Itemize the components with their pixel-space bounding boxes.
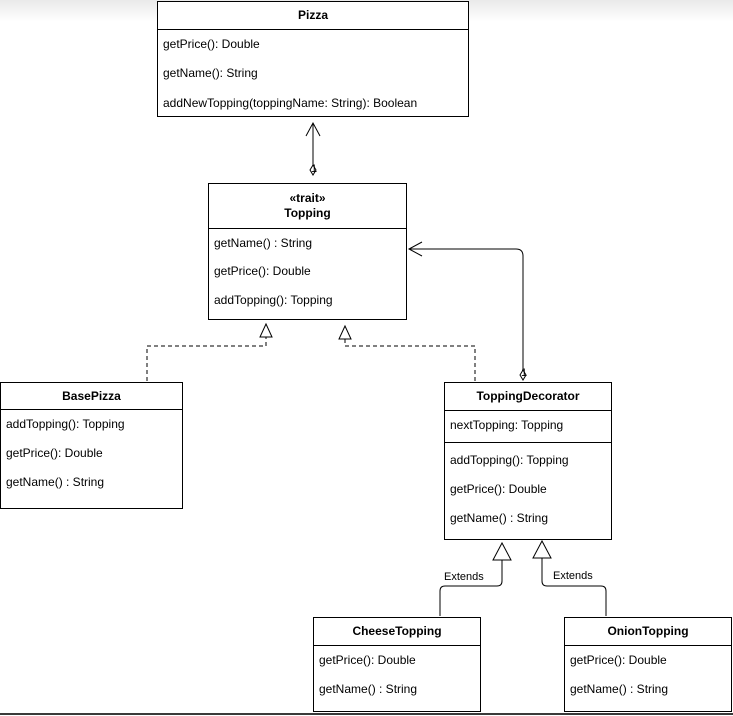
attribute-list: nextTopping: Topping xyxy=(445,411,611,442)
extends-label: Extends xyxy=(553,570,593,582)
method-item: getPrice(): Double xyxy=(570,653,667,667)
class-pizza[interactable]: Pizza getPrice(): Double getName(): Stri… xyxy=(157,1,469,117)
method-item: addTopping(): Topping xyxy=(450,453,569,467)
class-name-topping: «trait» Topping xyxy=(209,184,406,229)
class-title: BasePizza xyxy=(62,388,121,403)
method-list: getPrice(): Double getName() : String xyxy=(565,646,731,704)
method-item: getPrice(): Double xyxy=(450,482,547,496)
method-item: getName() : String xyxy=(450,511,549,525)
edge-basepizza-realizes-topping[interactable] xyxy=(146,322,273,381)
edge-topping-to-pizza[interactable] xyxy=(305,121,321,176)
hollow-triangle-icon xyxy=(259,322,273,338)
method-list: addTopping(): Topping getPrice(): Double… xyxy=(445,442,611,533)
method-list: getPrice(): Double getName() : String xyxy=(314,646,480,704)
multiplicity-label: 1 xyxy=(521,367,528,379)
method-item: getName() : String xyxy=(319,682,418,696)
method-item: addTopping(): Topping xyxy=(214,293,333,307)
edge-cheese-extends-decorator[interactable] xyxy=(439,541,512,616)
edge-decorator-realizes-topping[interactable] xyxy=(338,324,476,381)
method-item: getPrice(): Double xyxy=(6,446,103,460)
method-item: getPrice(): Double xyxy=(163,37,260,51)
method-item: addNewTopping(toppingName: String): Bool… xyxy=(163,96,418,110)
class-topping-decorator[interactable]: ToppingDecorator nextTopping: Topping ad… xyxy=(444,382,612,540)
hollow-triangle-icon xyxy=(492,541,512,561)
method-item: getName() : String xyxy=(6,475,105,489)
class-title: CheeseTopping xyxy=(352,624,442,638)
canvas-bottom-border xyxy=(0,713,733,715)
edge-onion-extends-decorator[interactable] xyxy=(532,539,607,616)
aggregation-diamond-icon xyxy=(519,369,527,381)
class-title: OnionTopping xyxy=(607,624,689,638)
class-title: ToppingDecorator xyxy=(476,389,580,403)
class-name-cheese-topping: CheeseTopping xyxy=(314,618,480,646)
edge-decorator-to-topping[interactable] xyxy=(407,241,527,381)
hollow-triangle-icon xyxy=(338,324,352,340)
method-list: addTopping(): Topping getPrice(): Double… xyxy=(1,410,182,497)
method-list: getName() : String getPrice(): Double ad… xyxy=(209,229,406,316)
aggregation-diamond-icon xyxy=(309,164,317,176)
attribute-item: nextTopping: Topping xyxy=(450,418,564,432)
method-item: addTopping(): Topping xyxy=(6,417,125,431)
method-item: getName(): String xyxy=(163,66,258,80)
method-item: getName() : String xyxy=(214,236,313,250)
class-name-base-pizza: BasePizza xyxy=(1,383,182,410)
class-title: Pizza xyxy=(297,8,328,22)
class-name-onion-topping: OnionTopping xyxy=(565,618,731,646)
class-cheese-topping[interactable]: CheeseTopping getPrice(): Double getName… xyxy=(313,617,481,712)
multiplicity-label: 1 xyxy=(311,163,318,175)
class-name-topping-decorator: ToppingDecorator xyxy=(445,383,611,411)
method-item: getPrice(): Double xyxy=(214,264,311,278)
extends-label: Extends xyxy=(444,571,484,583)
stereotype-label: «trait» xyxy=(289,191,326,205)
class-title: Topping xyxy=(284,206,331,220)
method-item: getName() : String xyxy=(570,682,669,696)
class-name-pizza: Pizza xyxy=(158,2,468,30)
method-list: getPrice(): Double getName(): String add… xyxy=(158,30,468,119)
class-onion-topping[interactable]: OnionTopping getPrice(): Double getName(… xyxy=(564,617,732,712)
hollow-triangle-icon xyxy=(532,539,552,559)
class-topping[interactable]: «trait» Topping getName() : String getPr… xyxy=(208,183,407,320)
method-item: getPrice(): Double xyxy=(319,653,416,667)
class-base-pizza[interactable]: BasePizza addTopping(): Topping getPrice… xyxy=(0,382,183,509)
